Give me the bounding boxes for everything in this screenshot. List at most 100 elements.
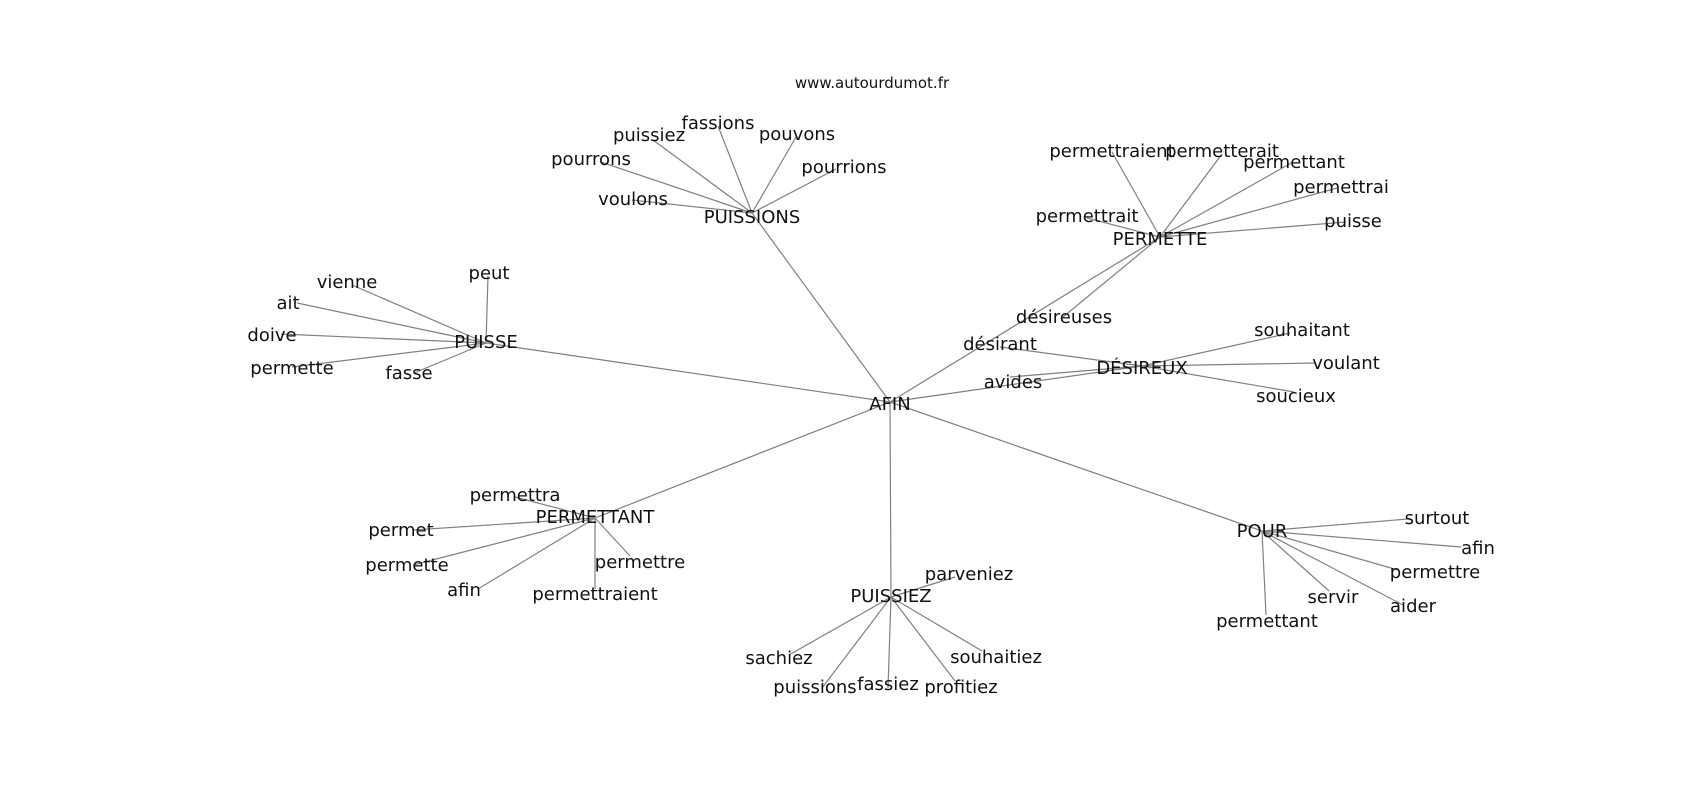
- leaf-node-label-desireux-2: voulant: [1312, 353, 1380, 374]
- leaf-node-label-puisse-5: fasse: [385, 363, 432, 384]
- leaf-node-label-permette-5: puisse: [1324, 211, 1382, 232]
- leaf-node-label-puissions-2: pouvons: [759, 124, 835, 145]
- edge-puisse-leaf-4: [291, 342, 487, 368]
- edge-center-puissions: [751, 212, 891, 403]
- edge-center-desireux: [889, 365, 1143, 403]
- leaf-node-label-pour-5: permettant: [1216, 611, 1318, 632]
- leaf-node-label-pour-1: afin: [1461, 538, 1495, 559]
- edge-puisse-leaf-3: [280, 333, 487, 344]
- leaf-node-label-puissiez-1: sachiez: [745, 648, 812, 669]
- edge-permettant-leaf-3: [594, 517, 631, 557]
- edge-pour-leaf-0: [1261, 518, 1409, 532]
- edge-puisse-leaf-5: [413, 342, 487, 374]
- edge-permette-leaf-3: [1159, 187, 1338, 238]
- hub-node-label-puissiez: PUISSIEZ: [850, 586, 931, 607]
- leaf-node-label-puissions-5: voulons: [598, 189, 668, 210]
- edge-puissions-leaf-5: [631, 199, 753, 214]
- edge-permette-leaf-1: [1159, 153, 1223, 238]
- leaf-node-label-puisse-2: ait: [276, 293, 299, 314]
- leaf-node-label-permette-4: permettrait: [1036, 206, 1139, 227]
- leaf-node-label-permette-3: permettrai: [1293, 177, 1389, 198]
- edge-puissions-leaf-2: [751, 136, 797, 214]
- leaf-node-label-puisse-4: permette: [250, 358, 333, 379]
- edge-puissiez-leaf-5: [890, 596, 956, 682]
- edge-puissiez-leaf-0: [890, 576, 956, 598]
- edge-center-permette: [889, 236, 1161, 403]
- edge-pour-leaf-2: [1261, 530, 1399, 571]
- edge-permettant-leaf-1: [412, 517, 596, 531]
- edge-permette-leaf-0: [1111, 151, 1161, 238]
- leaf-node-label-puissiez-0: parveniez: [925, 564, 1014, 585]
- edge-desireux-leaf-1: [1141, 332, 1291, 367]
- source-watermark: www.autourdumot.fr: [795, 74, 950, 92]
- leaf-node-label-puissions-0: puissiez: [613, 125, 685, 146]
- edge-permette-leaf-5: [1159, 221, 1347, 238]
- hub-node-label-permettant: PERMETTANT: [536, 507, 656, 528]
- edge-permettant-leaf-2: [412, 517, 596, 566]
- leaf-node-label-puisse-0: peut: [469, 263, 510, 284]
- edge-puissiez-leaf-3: [821, 596, 892, 689]
- edge-permette-leaf-2: [1159, 161, 1294, 238]
- edge-permettant-leaf-4: [477, 517, 596, 590]
- edge-permette-leaf-6: [1062, 236, 1161, 318]
- edge-center-puisse: [485, 342, 891, 403]
- edge-permette-leaf-4: [1086, 217, 1161, 238]
- hub-node-label-permette: PERMETTE: [1113, 229, 1208, 250]
- leaf-node-label-desireux-3: avides: [984, 372, 1043, 393]
- leaf-node-label-permette-6: désireuses: [1016, 307, 1112, 328]
- edge-puissions-leaf-0: [652, 139, 753, 214]
- graph-edges: [280, 125, 1462, 689]
- leaf-node-label-puissions-1: fassions: [682, 113, 755, 134]
- leaf-node-label-pour-3: servir: [1308, 587, 1360, 608]
- leaf-node-label-puisse-1: vienne: [317, 272, 378, 293]
- hub-node-label-desireux: DÉSIREUX: [1096, 357, 1187, 379]
- hub-node-label-pour: POUR: [1237, 521, 1288, 542]
- leaf-node-label-puissiez-3: puissions: [773, 677, 856, 698]
- edge-puissions-leaf-1: [717, 125, 753, 214]
- edge-desireux-leaf-0: [999, 346, 1143, 367]
- leaf-node-label-permettant-0: permettra: [470, 485, 561, 506]
- edge-puissions-leaf-4: [751, 168, 837, 214]
- leaf-node-label-permettant-1: permet: [368, 520, 433, 541]
- edge-desireux-leaf-4: [1141, 365, 1295, 393]
- edge-desireux-leaf-3: [1009, 365, 1143, 378]
- leaf-node-label-puisse-3: doive: [247, 325, 296, 346]
- leaf-node-label-desireux-4: soucieux: [1256, 386, 1336, 407]
- edge-puissiez-leaf-4: [887, 596, 892, 689]
- leaf-node-label-puissions-4: pourrions: [801, 157, 886, 178]
- center-node-label: AFIN: [869, 394, 910, 415]
- edge-puissions-leaf-3: [600, 161, 753, 214]
- edge-puissiez-leaf-2: [890, 596, 983, 652]
- hub-node-label-puissions: PUISSIONS: [704, 207, 801, 228]
- leaf-node-label-pour-4: aider: [1390, 596, 1437, 617]
- edge-permettant-leaf-0: [514, 496, 596, 519]
- edge-center-pour: [889, 401, 1263, 532]
- leaf-node-label-permette-0: permettraient: [1049, 141, 1174, 162]
- leaf-node-label-permette-2: permettant: [1243, 152, 1345, 173]
- leaf-node-label-puissiez-2: souhaitiez: [950, 647, 1042, 668]
- edge-pour-leaf-3: [1261, 530, 1330, 592]
- leaf-node-label-pour-0: surtout: [1405, 508, 1470, 529]
- leaf-node-label-permettant-3: permettre: [595, 552, 685, 573]
- leaf-node-label-desireux-0: désirant: [963, 334, 1037, 355]
- edge-pour-leaf-4: [1261, 530, 1404, 606]
- edge-center-permettant: [594, 401, 891, 519]
- edge-puisse-leaf-2: [296, 302, 487, 344]
- leaf-node-label-puissiez-5: profitiez: [924, 677, 997, 698]
- hub-node-label-puisse: PUISSE: [454, 332, 518, 353]
- edge-center-puissiez: [889, 401, 892, 598]
- edge-puissiez-leaf-1: [788, 596, 892, 656]
- leaf-node-label-permette-1: permetterait: [1165, 141, 1279, 162]
- leaf-node-label-permettant-5: permettraient: [532, 584, 657, 605]
- edge-puisse-leaf-0: [485, 275, 489, 344]
- edge-desireux-leaf-2: [1141, 362, 1317, 367]
- edge-pour-leaf-5: [1261, 530, 1267, 616]
- leaf-node-label-permettant-2: permette: [365, 555, 448, 576]
- edge-pour-leaf-1: [1261, 530, 1462, 548]
- leaf-node-label-pour-2: permettre: [1390, 562, 1480, 583]
- leaf-node-label-desireux-1: souhaitant: [1254, 320, 1350, 341]
- edge-puisse-leaf-1: [351, 284, 487, 344]
- leaf-node-label-puissiez-4: fassiez: [857, 674, 919, 695]
